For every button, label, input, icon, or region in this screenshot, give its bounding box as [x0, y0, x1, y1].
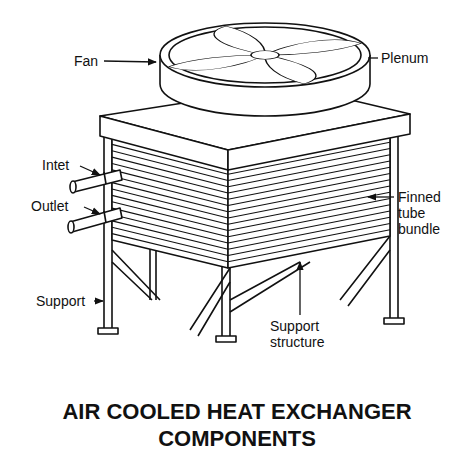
fin-line [228, 180, 390, 212]
part-label: Fan [74, 53, 98, 69]
fin-line [228, 186, 390, 218]
fin-line [228, 199, 390, 231]
fan [160, 23, 370, 116]
fin-line [112, 189, 228, 218]
part-label: Support [36, 293, 85, 309]
fin-line [112, 202, 228, 231]
fin-line [112, 195, 228, 224]
fin-line [112, 183, 228, 212]
fin-line [112, 221, 228, 249]
fin-line [112, 176, 228, 205]
fin-line [112, 234, 228, 262]
fin-line [228, 174, 390, 206]
fin-line [228, 211, 390, 243]
fin-line [112, 215, 228, 244]
fin-line [112, 164, 228, 194]
fin-line [112, 208, 228, 237]
fin-line [228, 217, 390, 249]
fin-line [112, 227, 228, 255]
leader-lines [80, 58, 394, 315]
fin-line [228, 167, 390, 199]
fin-line [228, 192, 390, 224]
fin-line [228, 230, 390, 262]
fin-line [112, 170, 228, 199]
part-label: Intet [42, 157, 69, 173]
fin-line [228, 205, 390, 237]
part-label: Plenum [381, 50, 428, 66]
nozzle-pipes [68, 170, 122, 233]
part-label: Finned tube bundle [398, 189, 464, 237]
part-label: Support structure [270, 318, 354, 350]
part-label: Outlet [31, 198, 68, 214]
diagram-title: AIR COOLED HEAT EXCHANGER COMPONENTS [7, 398, 467, 452]
fin-line [228, 224, 390, 256]
